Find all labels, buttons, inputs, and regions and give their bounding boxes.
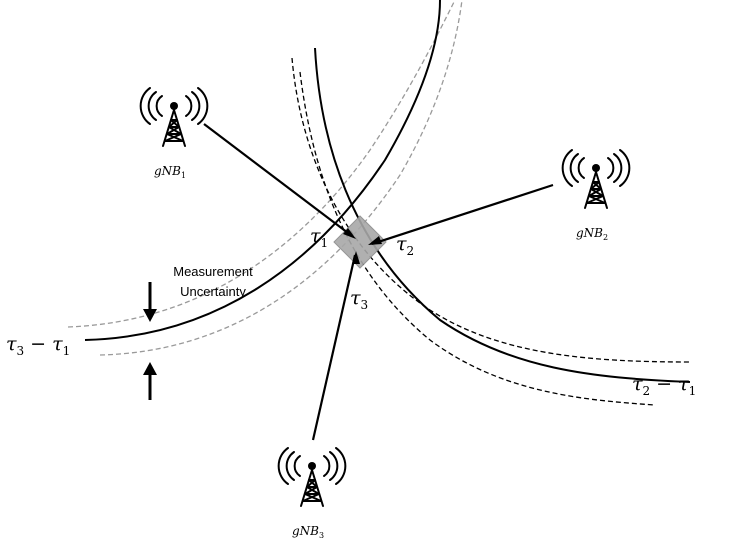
uncertainty-label-line1: Measurement <box>173 264 253 279</box>
gnb2-station: gNB2 <box>561 149 631 242</box>
arrowhead-tau3 <box>352 251 360 264</box>
cell-tower-icon <box>561 149 631 209</box>
tau3-label: τ3 <box>350 287 368 312</box>
hyperbola-tau2-tau1 <box>291 47 691 406</box>
tdoa-tau2-tau1-label: τ2−τ1 <box>632 373 696 398</box>
gnb1-label: gNB1 <box>154 164 186 180</box>
measurement-uncertainty-annotation: Measurement Uncertainty <box>143 264 253 400</box>
signal-paths <box>203 123 554 441</box>
cell-tower-icon <box>139 87 209 147</box>
hyperbola-tau3-tau1-upper-bound <box>67 0 456 328</box>
arrow-up-icon <box>143 362 157 400</box>
gnb2-label: gNB2 <box>576 226 608 242</box>
gnb3-station: gNB3 <box>277 447 347 540</box>
hyperbola-tau2-tau1-lower-bound <box>299 71 656 406</box>
uncertainty-region <box>333 215 387 269</box>
arrowhead-tau1 <box>343 228 356 239</box>
gnb1-station: gNB1 <box>139 87 209 180</box>
hyperbola-tau2-tau1-curve <box>314 47 691 383</box>
tau1-label: τ1 <box>310 225 328 250</box>
tdoa-tau3-tau1-label: τ3−τ1 <box>6 333 70 358</box>
arrowhead-tau2 <box>368 236 382 245</box>
uncertainty-label-line2: Uncertainty <box>180 284 246 299</box>
tau2-label: τ2 <box>396 233 414 258</box>
arrow-down-icon <box>143 282 157 322</box>
gnb3-label: gNB3 <box>292 524 324 540</box>
hyperbola-tau3-tau1-lower-bound <box>99 0 463 356</box>
hyperbola-tau3-tau1 <box>67 0 463 356</box>
path-gnb1 <box>203 123 353 237</box>
hyperbola-tau2-tau1-upper-bound <box>291 57 691 363</box>
hyperbola-tau3-tau1-curve <box>84 0 441 341</box>
cell-tower-icon <box>277 447 347 507</box>
path-gnb2 <box>371 183 554 246</box>
arrowheads <box>343 228 382 264</box>
path-gnb3 <box>311 254 357 441</box>
